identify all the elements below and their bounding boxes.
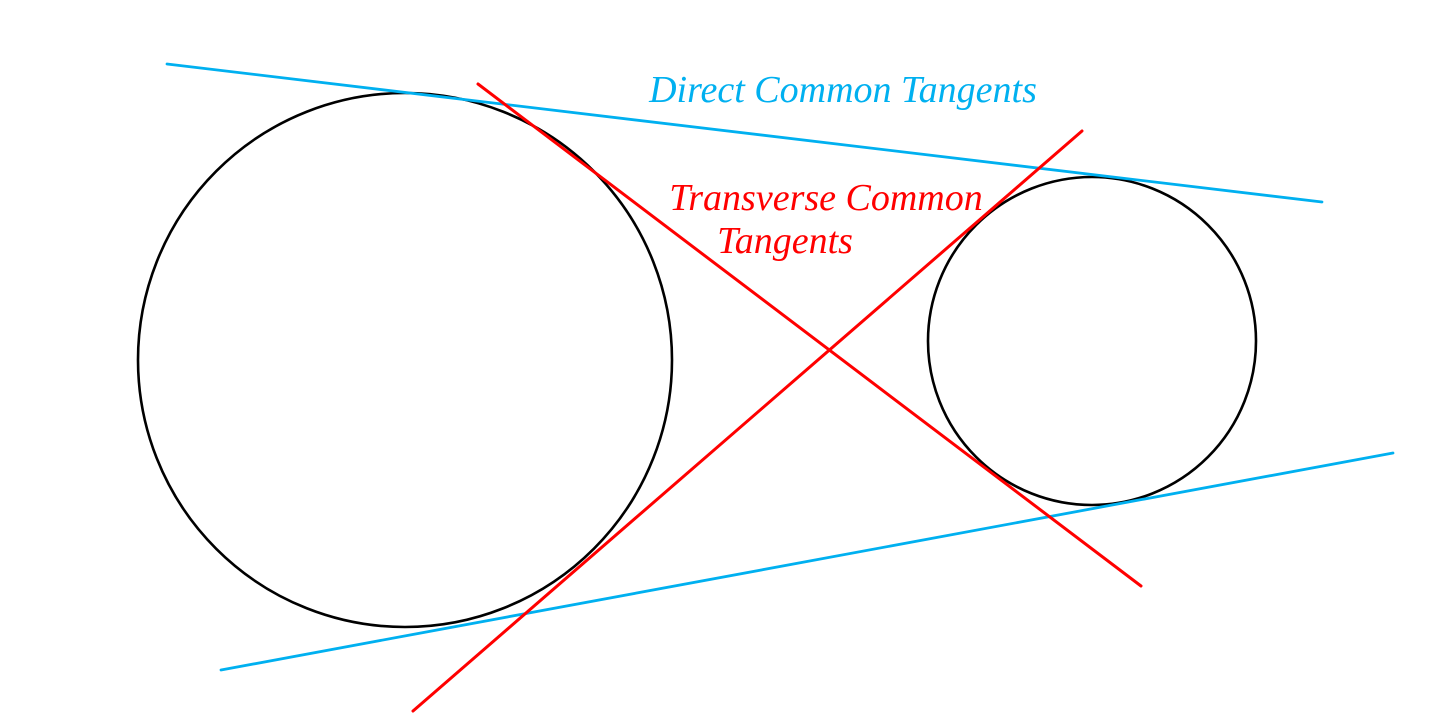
transverse-common-tangent-descending-line [476, 82, 1143, 588]
transverse-common-tangents-label-line2: Tangents [717, 220, 853, 262]
direct-common-tangent-top-line [165, 62, 1324, 204]
direct-common-tangent-bottom-line [219, 451, 1395, 672]
large-circle [136, 91, 674, 629]
direct-common-tangents-label: Direct Common Tangents [648, 69, 1037, 111]
transverse-common-tangent-ascending-line [411, 129, 1084, 713]
small-circle [926, 175, 1258, 507]
transverse-common-tangents-label-line1: Transverse Common [669, 177, 983, 219]
